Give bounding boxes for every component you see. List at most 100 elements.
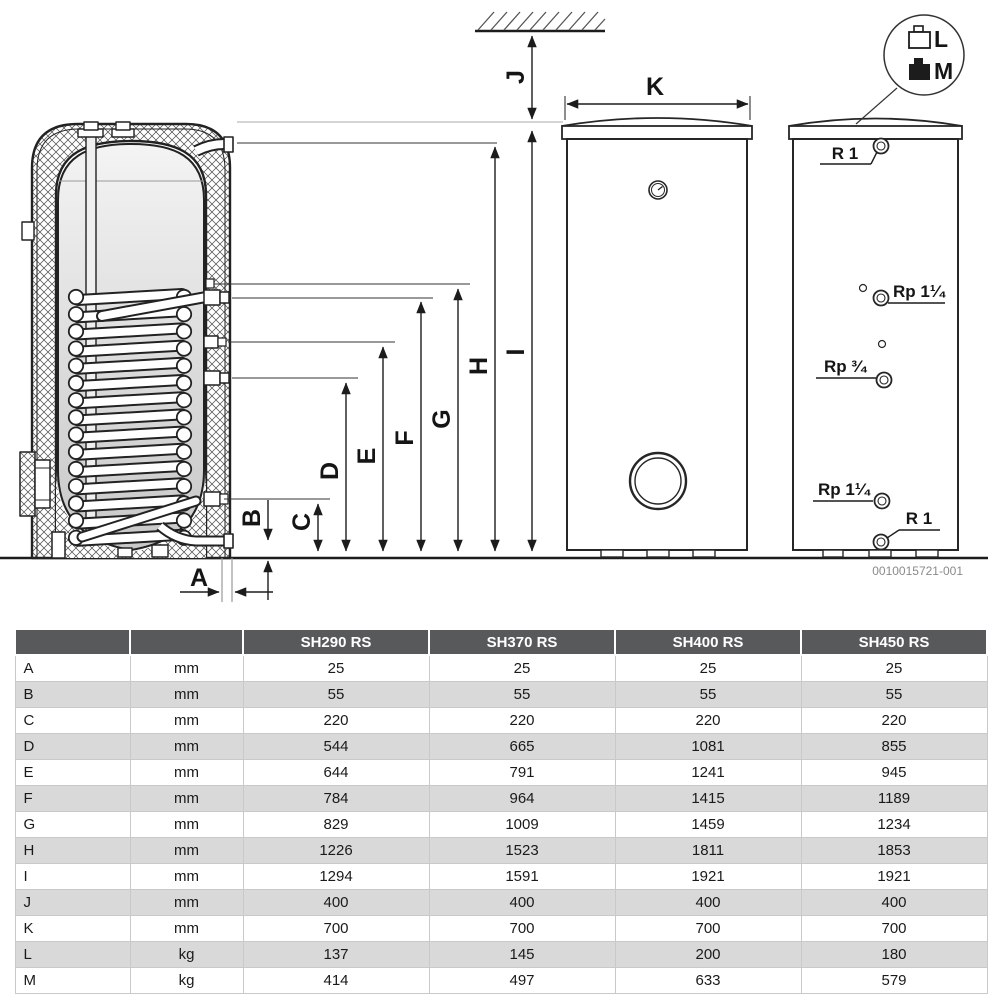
table-cell: 55 <box>242 681 430 708</box>
table-cell: 964 <box>428 785 616 812</box>
header-cell: SH370 RS <box>428 628 616 656</box>
table-cell: J <box>14 889 131 916</box>
table-cell: 180 <box>800 941 988 968</box>
tank-front-view <box>561 117 753 558</box>
header-cell <box>14 628 131 656</box>
table-cell: 1921 <box>800 863 988 890</box>
table-cell: H <box>14 837 131 864</box>
table-cell: mm <box>129 915 244 942</box>
table-cell: K <box>14 915 131 942</box>
header-cell: SH290 RS <box>242 628 430 656</box>
table-cell: mm <box>129 785 244 812</box>
table-cell: 1294 <box>242 863 430 890</box>
table-cell: F <box>14 785 131 812</box>
dim-label-b: B <box>238 509 266 527</box>
table-cell: mm <box>129 889 244 916</box>
table-cell: 400 <box>614 889 802 916</box>
table-cell: 220 <box>800 707 988 734</box>
table-cell: mm <box>129 837 244 864</box>
table-cell: 1459 <box>614 811 802 838</box>
connection-label-rp114-upper: Rp 1¹⁄₄ <box>893 282 946 301</box>
table-cell: 414 <box>242 967 430 994</box>
legend-label-l: L <box>934 26 948 52</box>
thermometer-icon <box>648 180 668 200</box>
table-cell: mm <box>129 759 244 786</box>
table-cell: 1591 <box>428 863 616 890</box>
table-cell: kg <box>129 941 244 968</box>
table-cell: A <box>14 654 131 682</box>
table-cell: C <box>14 707 131 734</box>
tank-cross-section <box>19 121 234 560</box>
table-cell: 497 <box>428 967 616 994</box>
dim-label-i: I <box>502 349 530 356</box>
dimension-arrows <box>180 35 751 600</box>
legend-label-m: M <box>934 58 953 84</box>
table-cell: 25 <box>428 654 616 682</box>
dim-label-d: D <box>316 462 344 480</box>
connection-label-rp34: Rp ³⁄₄ <box>824 357 868 376</box>
dim-label-c: C <box>288 513 316 531</box>
leader-lines <box>214 121 563 602</box>
table-cell: I <box>14 863 131 890</box>
dimension-drawing: J I H G F E D C B A K <box>0 11 988 602</box>
dimension-letters: J I H G F E D C B A K <box>190 70 664 592</box>
drawing-number: 0010015721-001 <box>872 564 963 578</box>
table-cell: L <box>14 941 131 968</box>
table-cell: mm <box>129 707 244 734</box>
table-cell: 945 <box>800 759 988 786</box>
table-cell: 700 <box>242 915 430 942</box>
table-cell: 25 <box>614 654 802 682</box>
table-cell: 855 <box>800 733 988 760</box>
connection-label-r1-bottom: R 1 <box>906 509 932 528</box>
weight-empty-icon <box>908 25 931 49</box>
header-cell: SH400 RS <box>614 628 802 656</box>
table-cell: 55 <box>614 681 802 708</box>
heating-coil <box>67 288 212 547</box>
weight-legend: L M <box>855 14 965 125</box>
dim-label-h: H <box>465 357 493 375</box>
table-cell: 1523 <box>428 837 616 864</box>
table-cell: 1921 <box>614 863 802 890</box>
table-cell: 220 <box>428 707 616 734</box>
dim-label-f: F <box>391 430 419 445</box>
connection-label-rp114-lower: Rp 1¹⁄₄ <box>818 480 871 499</box>
table-cell: 400 <box>428 889 616 916</box>
table-cell: G <box>14 811 131 838</box>
table-cell: 55 <box>800 681 988 708</box>
table-cell: 700 <box>800 915 988 942</box>
table-cell: M <box>14 967 131 994</box>
weight-full-icon <box>909 58 930 80</box>
table-cell: 1081 <box>614 733 802 760</box>
dim-label-k: K <box>646 73 664 101</box>
dim-label-g: G <box>428 409 456 428</box>
table-cell: 400 <box>800 889 988 916</box>
table-cell: 137 <box>242 941 430 968</box>
table-cell: mm <box>129 811 244 838</box>
table-cell: 1234 <box>800 811 988 838</box>
table-cell: 579 <box>800 967 988 994</box>
table-cell: 220 <box>614 707 802 734</box>
tank-connection-view: R 1 Rp 1¹⁄₄ Rp ³⁄₄ Rp 1¹⁄₄ R 1 <box>788 117 963 558</box>
table-cell: 25 <box>800 654 988 682</box>
table-cell: 55 <box>428 681 616 708</box>
table-cell: 633 <box>614 967 802 994</box>
table-cell: 400 <box>242 889 430 916</box>
table-cell: 644 <box>242 759 430 786</box>
table-cell: 791 <box>428 759 616 786</box>
table-cell: mm <box>129 863 244 890</box>
dim-label-j: J <box>502 70 530 84</box>
table-cell: mm <box>129 733 244 760</box>
